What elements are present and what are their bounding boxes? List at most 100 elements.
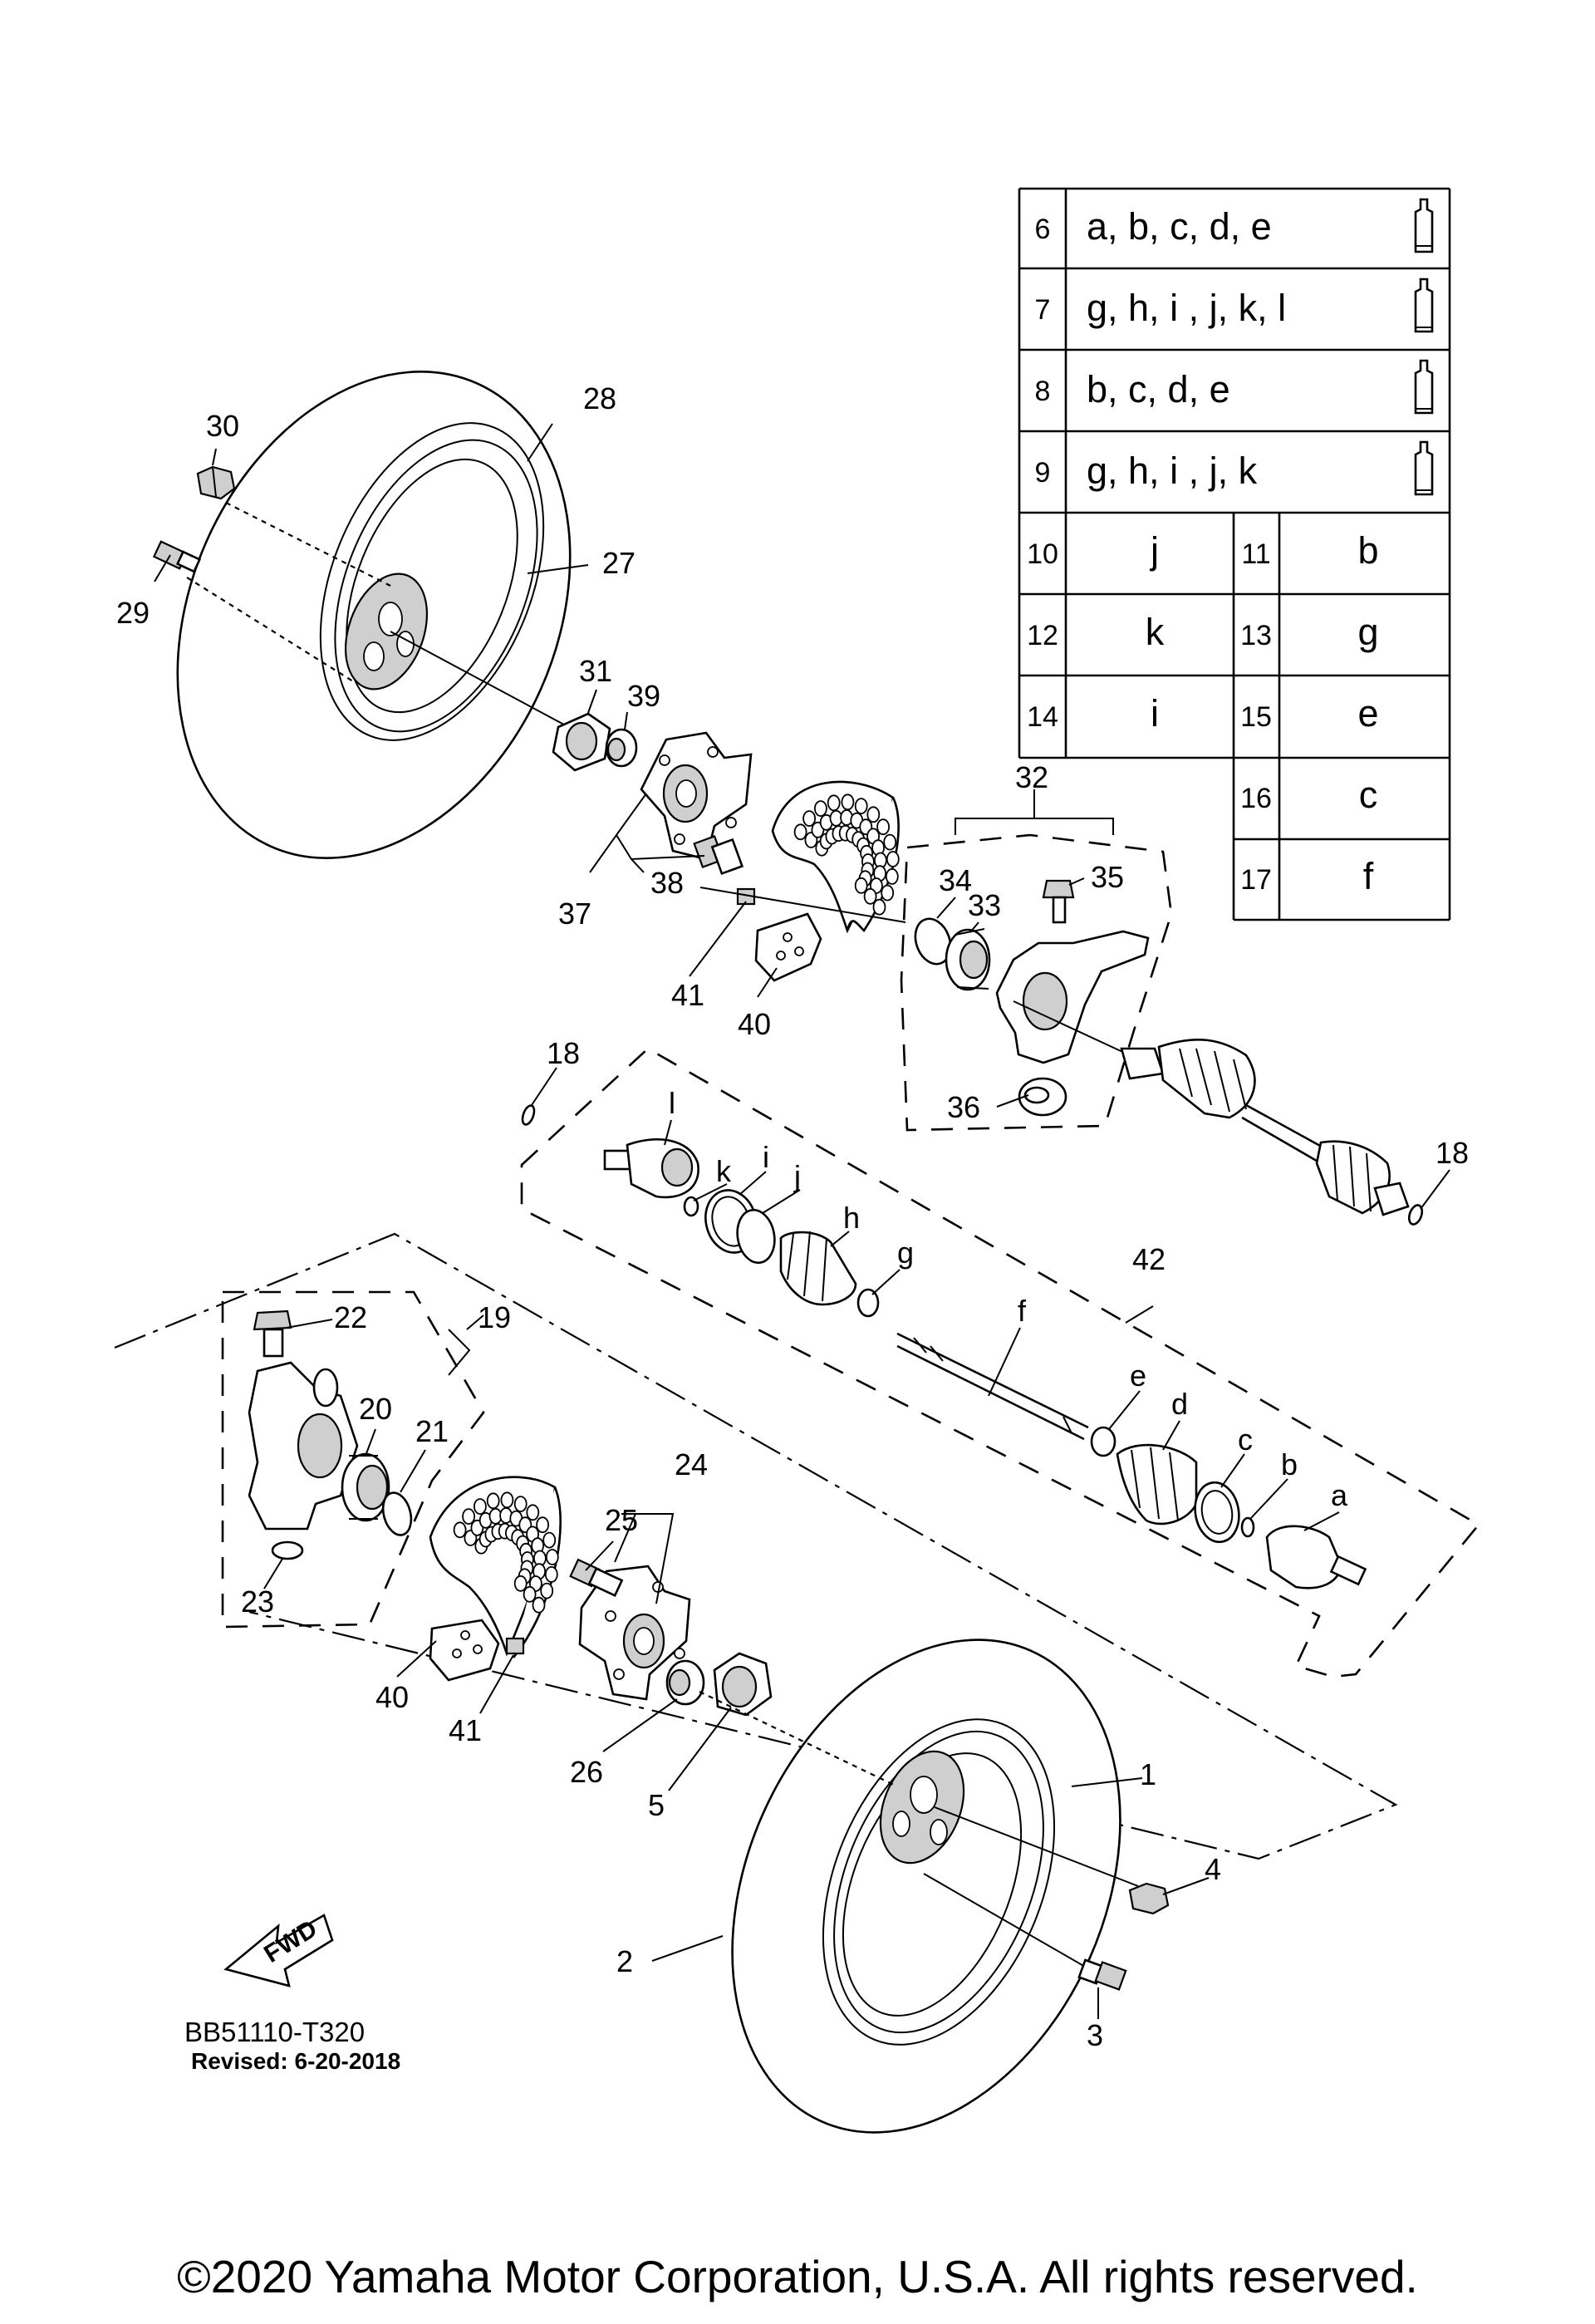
- disc-hole: [863, 887, 877, 905]
- callout-42: 42: [1132, 1242, 1166, 1276]
- disc-hole: [802, 810, 816, 827]
- callout-18-upper: 18: [547, 1036, 580, 1070]
- table-pair-number: 14: [1027, 701, 1058, 733]
- callout-b: b: [1281, 1447, 1298, 1481]
- callout-18-right: 18: [1436, 1136, 1469, 1170]
- boot-h: [779, 1231, 857, 1306]
- steering-knuckle-upper: [995, 930, 1150, 1117]
- band-e: [1090, 1426, 1116, 1457]
- wheel-stud-upper: [152, 540, 202, 573]
- callout-40-upper: 40: [738, 1007, 771, 1041]
- spacer-39: [605, 728, 638, 768]
- callout-4: 4: [1205, 1852, 1221, 1886]
- callout-40-lower: 40: [375, 1680, 409, 1714]
- callout-38: 38: [650, 866, 684, 900]
- axle-nut-31: [552, 712, 611, 772]
- table-pair-number: 11: [1241, 538, 1270, 570]
- boot-d: [1116, 1443, 1198, 1526]
- copyright-notice: ©2020 Yamaha Motor Corporation, U.S.A. A…: [177, 2251, 1418, 2302]
- disc-hole: [872, 898, 886, 916]
- table-row-number: 6: [1035, 214, 1051, 245]
- disc-hole: [523, 1585, 537, 1603]
- callout-3: 3: [1087, 2018, 1103, 2052]
- upper-rim-outer: [319, 422, 545, 741]
- disc-hole: [462, 1508, 475, 1525]
- table-row-number: 7: [1035, 294, 1051, 326]
- table-row-number: 8: [1035, 376, 1051, 407]
- table-pair-number: 12: [1027, 620, 1058, 651]
- table-single-value: f: [1363, 855, 1374, 897]
- grease-tube-icon: [1414, 278, 1434, 333]
- grease-tube-icon: [1414, 440, 1434, 496]
- cv-joint-a: [1265, 1525, 1367, 1589]
- lower-rim-inner: [842, 1752, 1023, 2017]
- grease-tube-icon: [1414, 359, 1434, 415]
- table-row-value: g, h, i , j, k: [1087, 450, 1258, 492]
- table-pair-value: j: [1149, 529, 1159, 572]
- callout-c: c: [1238, 1422, 1253, 1457]
- hub-bolt-25: [569, 1558, 624, 1597]
- callout-25: 25: [605, 1503, 638, 1537]
- callout-k: k: [716, 1154, 732, 1188]
- callout-5: 5: [648, 1788, 665, 1822]
- disc-guard-40-lower: [429, 1619, 500, 1682]
- table-pair-value: k: [1146, 611, 1165, 653]
- disc-hole: [883, 833, 897, 851]
- table-row-value: g, h, i , j, k, l: [1087, 287, 1286, 329]
- disc-hole: [542, 1531, 557, 1549]
- callout-labels: 28 30 27 29 31 39 32 34 33 35 38 37 41 4…: [116, 381, 1469, 2052]
- leader-lines: [154, 423, 1450, 2019]
- drive-shaft-upper: [1013, 1000, 1410, 1216]
- disc-hole: [793, 823, 807, 841]
- disc-hole: [486, 1492, 500, 1510]
- circlip-21: [381, 1491, 413, 1536]
- table-single-number: 16: [1240, 783, 1272, 814]
- disc-holes-lower: [453, 1491, 559, 1614]
- callout-f: f: [1018, 1294, 1027, 1328]
- table-pair-number: 10: [1027, 538, 1058, 570]
- callout-31: 31: [579, 654, 612, 688]
- bolt-41-lower: [505, 1637, 525, 1655]
- disc-hole: [854, 877, 868, 894]
- callout-e: e: [1130, 1359, 1146, 1393]
- disc-hole: [540, 1582, 554, 1599]
- brake-disc-lower: [429, 1476, 562, 1658]
- disc-hole: [886, 851, 900, 867]
- table-single-number: 17: [1240, 864, 1272, 896]
- clip-36: [1023, 1086, 1050, 1104]
- revised-date: Revised: 6-20-2018: [191, 2048, 400, 2074]
- band-k: [683, 1196, 699, 1217]
- callout-21: 21: [415, 1414, 449, 1448]
- group-42-outline: [520, 1047, 1480, 1678]
- circlip-34: [914, 917, 952, 965]
- spacer-26: [665, 1659, 705, 1706]
- group-19-outline: [221, 1290, 485, 1629]
- disc-hole: [545, 1549, 559, 1565]
- callout-h: h: [843, 1201, 860, 1235]
- hub-37: [640, 731, 753, 861]
- callout-1: 1: [1140, 1757, 1156, 1791]
- disc-guard-40-upper: [754, 912, 822, 982]
- wheel-nut-upper: [196, 465, 236, 500]
- callout-28: 28: [583, 381, 616, 415]
- callout-37: 37: [558, 897, 591, 931]
- group-32-outline: [900, 833, 1173, 1132]
- wheel-nut-4: [1128, 1882, 1170, 1915]
- clip-23: [271, 1540, 304, 1560]
- table-row-number: 9: [1035, 457, 1051, 489]
- steering-knuckle-lower: [248, 1361, 359, 1530]
- disc-hole: [866, 806, 881, 823]
- callout-l: l: [669, 1086, 675, 1120]
- disc-hole: [532, 1596, 546, 1614]
- bearing-33: [945, 928, 991, 991]
- clip-18-right: [1407, 1204, 1424, 1226]
- band-g: [856, 1288, 880, 1318]
- disc-holes-upper: [793, 794, 900, 916]
- axle-nut-5: [713, 1652, 773, 1717]
- bearing-20: [341, 1452, 390, 1522]
- table-row-value: a, b, c, d, e: [1087, 205, 1272, 248]
- callout-26: 26: [570, 1755, 603, 1789]
- disc-hole: [827, 794, 841, 812]
- lower-tire: [731, 1639, 1121, 2134]
- callout-2: 2: [616, 1944, 633, 1978]
